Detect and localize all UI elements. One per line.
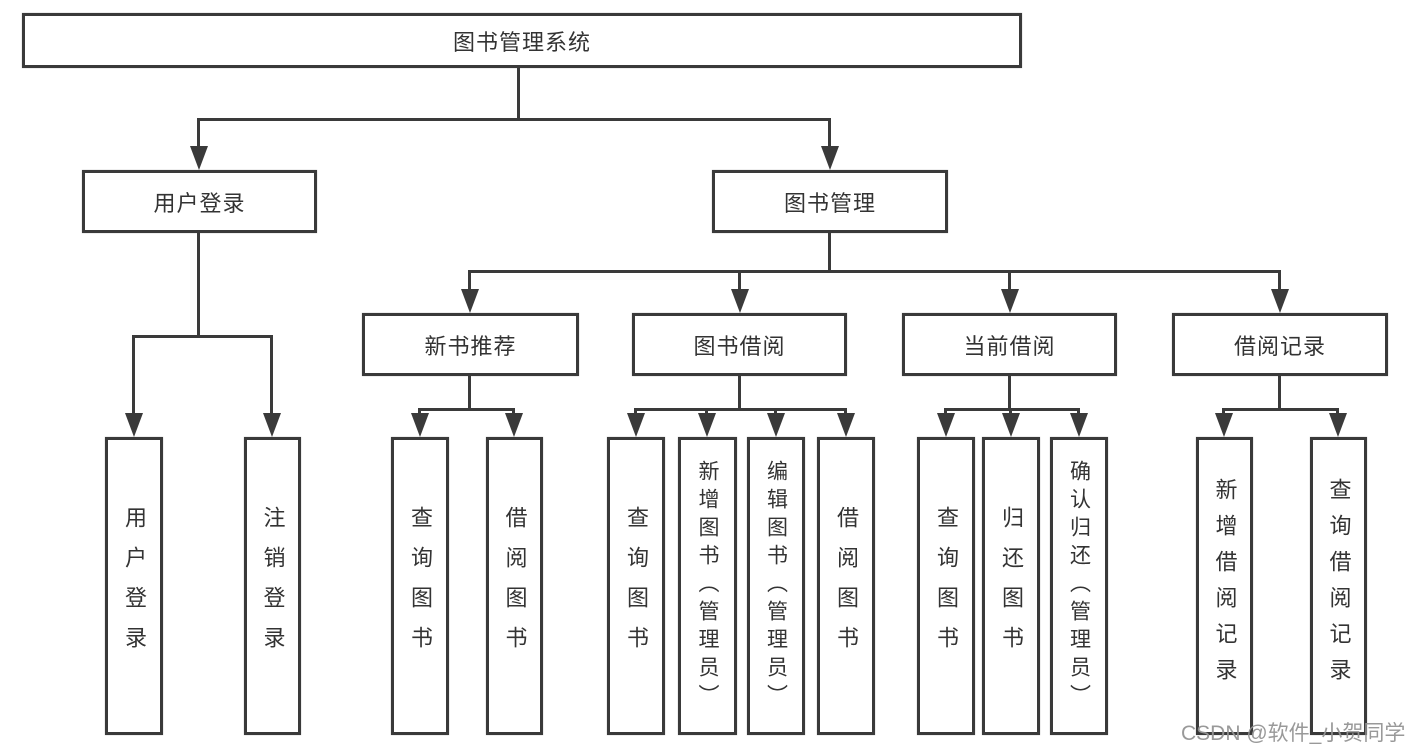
connector-bookmgmt-drop-2 [738,270,741,289]
connector-newbook-drop-2 [512,408,515,413]
node-borrow-records: 借阅记录 [1172,313,1388,376]
node-leaf-confirm-return-admin-label: 确认归还（管理员） [1067,460,1091,712]
connector-records-stem [1278,376,1281,408]
arrow-down-to-book-borrow [731,289,749,313]
arrow-bookborrow-child-1 [627,413,645,437]
connector-newbook-hbar [418,408,515,411]
node-leaf-confirm-return-admin: 确认归还（管理员） [1050,437,1108,735]
node-book-borrow: 图书借阅 [632,313,847,376]
node-leaf-add-books-admin: 新增图书（管理员） [678,437,737,735]
node-leaf-query-books-1: 查询图书 [391,437,449,735]
connector-userlogin-drop-1 [132,335,135,413]
connector-root-drop-left [197,118,200,146]
connector-bookborrow-drop-1 [634,408,637,413]
node-leaf-borrow-books-1-label: 借阅图书 [502,506,528,666]
node-leaf-add-borrow-record: 新增借阅记录 [1196,437,1253,735]
connector-bookmgmt-drop-3 [1008,270,1011,289]
csdn-watermark: CSDN @软件_小贺同学 [1181,722,1405,745]
node-leaf-edit-books-admin: 编辑图书（管理员） [747,437,805,735]
node-leaf-add-books-admin-label: 新增图书（管理员） [696,460,719,712]
node-root: 图书管理系统 [22,13,1022,68]
arrow-currentborrow-child-2 [1002,413,1020,437]
connector-currentborrow-drop-1 [944,408,947,413]
arrow-currentborrow-child-1 [937,413,955,437]
node-new-book-recommend-label: 新书推荐 [424,333,517,359]
arrow-down-to-book-management [821,146,839,170]
connector-bookborrow-drop-3 [774,408,777,413]
node-borrow-records-label: 借阅记录 [1233,333,1326,359]
node-user-login-label: 用户登录 [153,190,246,216]
connector-bookborrow-hbar [634,408,847,411]
node-leaf-query-books-3: 查询图书 [917,437,975,735]
node-leaf-query-books-2: 查询图书 [607,437,665,735]
node-leaf-query-books-1-label: 查询图书 [408,506,433,666]
connector-currentborrow-drop-2 [1009,408,1012,413]
arrow-bookborrow-child-2 [698,413,716,437]
node-leaf-query-borrow-record-label: 查询借阅记录 [1326,478,1352,694]
node-leaf-query-books-2-label: 查询图书 [624,506,649,666]
node-book-borrow-label: 图书借阅 [693,333,786,359]
arrow-newbook-child-1 [411,413,429,437]
node-current-borrow: 当前借阅 [902,313,1117,376]
connector-userlogin-drop-2 [270,335,273,413]
connector-bookborrow-drop-4 [844,408,847,413]
arrow-down-to-login [125,413,143,437]
node-leaf-user-login: 用户登录 [105,437,163,735]
connector-root-stem [517,68,520,118]
node-leaf-edit-books-admin-label: 编辑图书（管理员） [764,460,788,712]
connector-root-hbar [197,118,831,121]
node-leaf-borrow-books-1: 借阅图书 [486,437,543,735]
arrow-down-to-current-borrow [1001,289,1019,313]
connector-root-drop-right [828,118,831,146]
connector-newbook-drop-1 [418,408,421,413]
node-leaf-borrow-books-2: 借阅图书 [817,437,875,735]
connector-bookmgmt-stem [828,233,831,270]
connector-bookmgmt-drop-4 [1278,270,1281,289]
connector-bookmgmt-hbar [468,270,1281,273]
arrow-down-to-logout [263,413,281,437]
node-leaf-query-borrow-record: 查询借阅记录 [1310,437,1367,735]
node-leaf-borrow-books-2-label: 借阅图书 [834,506,859,666]
arrow-bookborrow-child-3 [767,413,785,437]
node-book-management: 图书管理 [712,170,948,233]
arrow-down-to-borrow-records [1271,289,1289,313]
node-leaf-query-books-3-label: 查询图书 [934,506,959,666]
connector-records-drop-2 [1336,408,1339,413]
connector-currentborrow-hbar [944,408,1080,411]
connector-currentborrow-drop-3 [1077,408,1080,413]
arrow-records-child-1 [1215,413,1233,437]
connector-bookmgmt-drop-1 [468,270,471,289]
node-root-label: 图书管理系统 [452,29,591,55]
arrow-down-to-user-login [190,146,208,170]
arrow-newbook-child-2 [505,413,523,437]
node-leaf-return-books-label: 归还图书 [999,506,1024,666]
arrow-down-to-new-books [461,289,479,313]
node-new-book-recommend: 新书推荐 [362,313,579,376]
connector-bookborrow-stem [738,376,741,408]
connector-records-drop-1 [1222,408,1225,413]
node-current-borrow-label: 当前借阅 [963,333,1056,359]
node-book-management-label: 图书管理 [783,190,876,216]
node-leaf-logout-label: 注销登录 [260,506,286,666]
connector-userlogin-hbar [132,335,273,338]
node-leaf-logout: 注销登录 [244,437,301,735]
arrow-records-child-2 [1329,413,1347,437]
node-leaf-user-login-label: 用户登录 [122,506,147,666]
connector-currentborrow-stem [1008,376,1011,408]
node-leaf-return-books: 归还图书 [982,437,1040,735]
connector-records-hbar [1222,408,1339,411]
connector-newbook-stem [468,376,471,408]
node-user-login: 用户登录 [82,170,317,233]
connector-bookborrow-drop-2 [705,408,708,413]
connector-userlogin-stem [197,233,200,335]
node-leaf-add-borrow-record-label: 新增借阅记录 [1212,478,1238,694]
arrow-bookborrow-child-4 [837,413,855,437]
arrow-currentborrow-child-3 [1070,413,1088,437]
